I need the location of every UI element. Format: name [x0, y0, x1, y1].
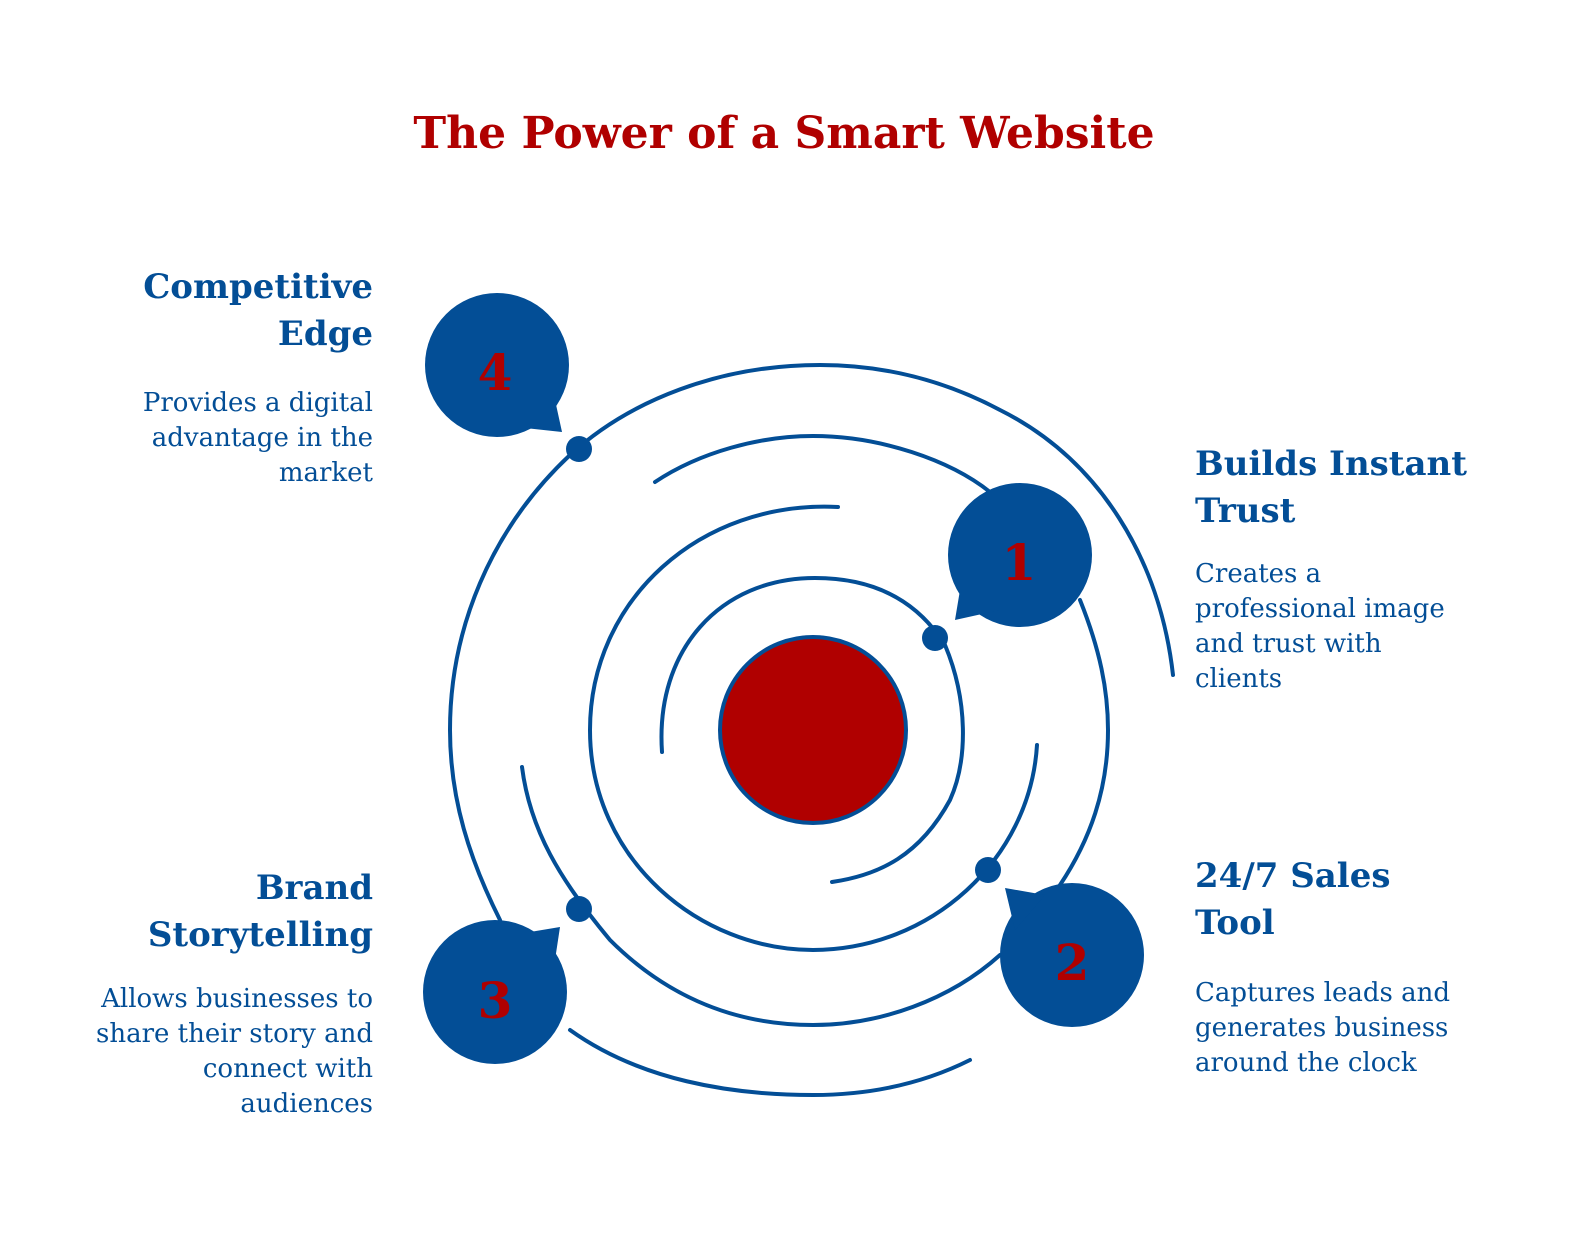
orbit-dot-2 [975, 857, 1001, 883]
orbit-dot-1 [922, 625, 948, 651]
item-3-description: Allows businesses to share their story a… [96, 984, 373, 1119]
item-2-heading: 24/7 Sales Tool [1195, 853, 1495, 947]
orbit-dot-4 [566, 436, 592, 462]
item-4-heading: Competitive Edge [73, 264, 373, 358]
bubble-4 [425, 293, 569, 437]
item-2-description: Captures leads and generates business ar… [1195, 978, 1450, 1078]
item-1-heading: Builds Instant Trust [1195, 441, 1495, 535]
diagram-title: The Power of a Smart Website [413, 108, 1155, 159]
bubble-number-1: 1 [1002, 533, 1037, 592]
orbit-ring-3c [520, 765, 1002, 1028]
bubble-3 [423, 920, 567, 1064]
item-2-heading-line1: 24/7 Sales [1195, 856, 1391, 896]
bubble-number-4: 4 [478, 343, 513, 402]
orbit-ring-3a [653, 433, 992, 494]
orbit-ring-4a [447, 362, 1175, 922]
item-1-heading-line2: Trust [1195, 491, 1296, 531]
item-4-heading-line1: Competitive [143, 267, 373, 307]
item-3-heading-line2: Storytelling [147, 915, 373, 955]
center-circle [718, 635, 908, 825]
item-4-description: Provides a digital advantage in the mark… [142, 388, 373, 488]
orbit-ring-3b [1058, 598, 1111, 887]
orbit-dot-3 [566, 896, 592, 922]
item-1-description: Creates a professional image and trust w… [1195, 559, 1445, 694]
item-3-heading-line1: Brand [255, 868, 373, 908]
item-1-heading-line1: Builds Instant [1195, 444, 1467, 484]
bubble-1 [948, 483, 1092, 627]
bubble-2 [1000, 883, 1144, 1027]
item-4-heading-line2: Edge [277, 314, 373, 354]
orbit-ring-2 [587, 504, 1039, 953]
bubble-number-3: 3 [478, 971, 513, 1030]
orbit-ring-4b [568, 1028, 972, 1098]
bubble-number-2: 2 [1055, 933, 1090, 992]
item-3-heading: Brand Storytelling [73, 865, 373, 959]
item-2-heading-line2: Tool [1195, 903, 1275, 943]
